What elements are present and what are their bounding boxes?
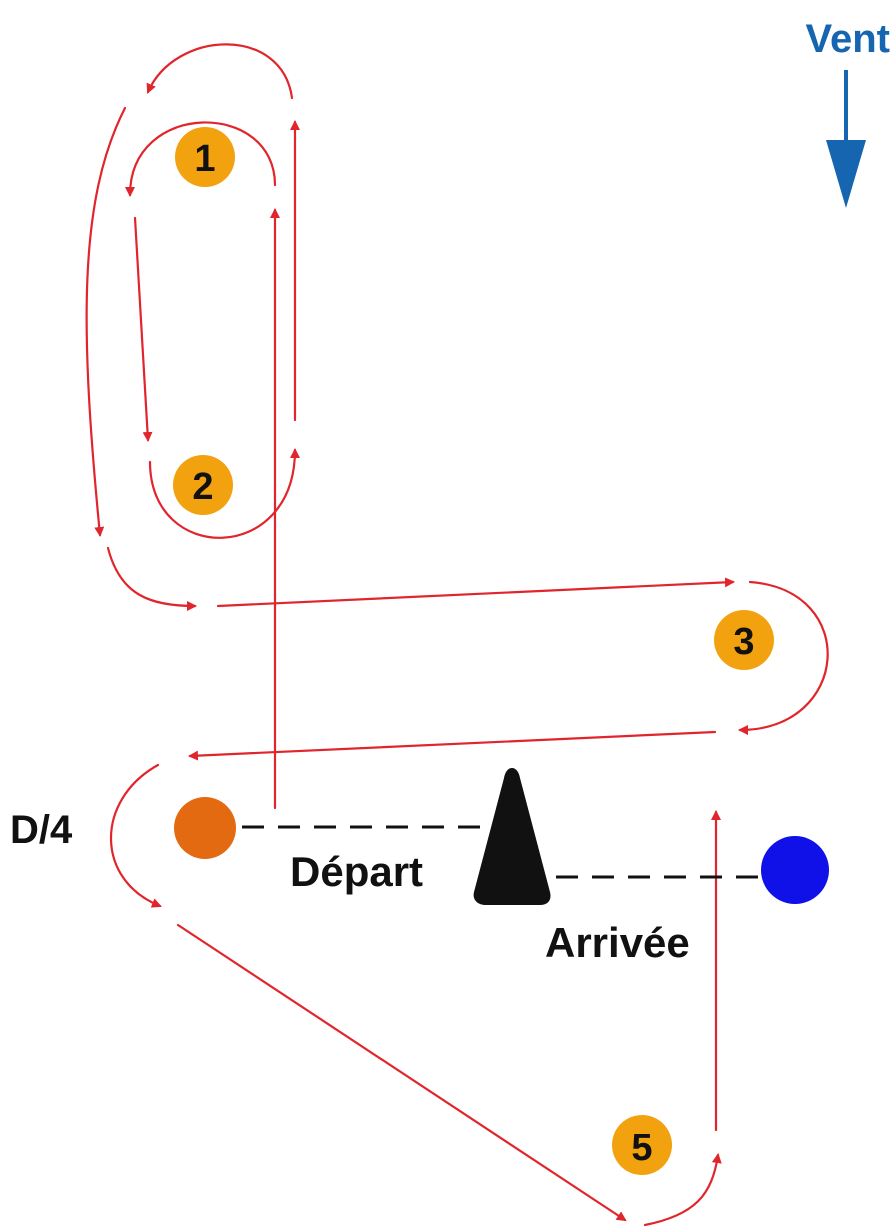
mark-2-number: 2: [192, 466, 213, 508]
mark-5-icon: [612, 1115, 672, 1175]
mark-1-number: 1: [194, 138, 215, 180]
route-leg-1-outer-down: [85, 106, 127, 537]
route-rounding-mark-5: [643, 1153, 722, 1227]
start-buoy-icon: [174, 797, 236, 859]
route-leg-4-to-5: [176, 923, 627, 1222]
wind-label: Vent: [806, 17, 890, 61]
committee-boat-icon: [473, 768, 551, 905]
mark-5: 5: [612, 1115, 672, 1175]
mark-1: 1: [175, 127, 235, 187]
route-rounding-mark-1-inner: [125, 121, 277, 197]
mark-2: 2: [173, 455, 233, 515]
mark-5-number: 5: [631, 1127, 652, 1169]
mark-3: 3: [714, 610, 774, 670]
route-rounding-mark-1-outer: [146, 43, 294, 100]
route-rounding-mark-2: [148, 448, 300, 539]
route-leg-3-to-4: [188, 730, 717, 761]
route-leg-1-to-2: [133, 216, 153, 442]
route-turn-to-reach: [106, 546, 197, 611]
route-leg-to-3: [216, 577, 735, 608]
finish-buoy-icon: [761, 836, 829, 904]
route-rounding-mark-3: [738, 580, 829, 735]
start-mark-label: D/4: [10, 808, 73, 852]
mark-2-icon: [173, 455, 233, 515]
mark-1-icon: [175, 127, 235, 187]
mark-3-icon: [714, 610, 774, 670]
wind-indicator: Vent: [806, 17, 890, 208]
route: [85, 43, 829, 1227]
wind-arrow-icon: [826, 140, 866, 208]
finish-label: Arrivée: [545, 919, 690, 966]
route-rounding-mark-4: [110, 763, 162, 908]
mark-3-number: 3: [733, 621, 754, 663]
start-label: Départ: [290, 848, 423, 895]
